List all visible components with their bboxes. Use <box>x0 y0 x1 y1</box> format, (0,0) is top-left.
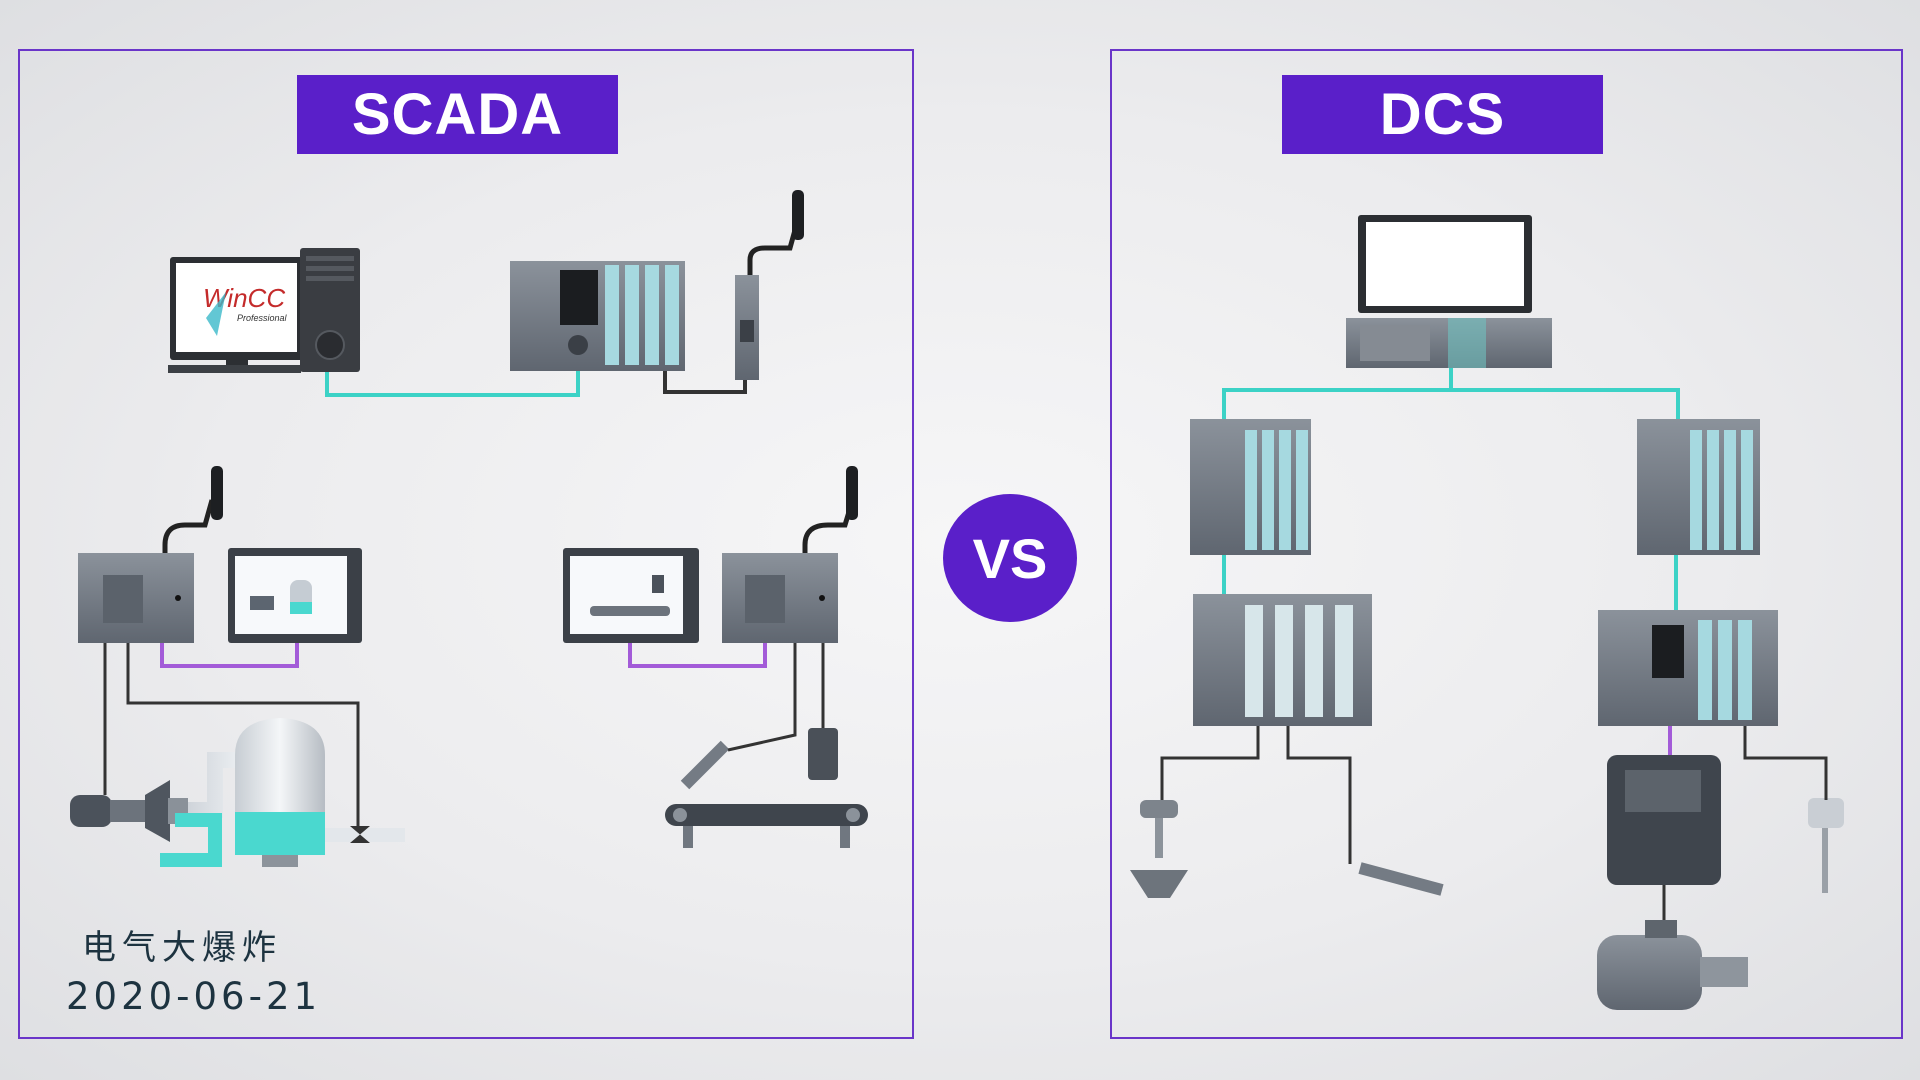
ethernet-link <box>1222 368 1453 419</box>
hmi-link <box>160 643 299 668</box>
sensor-icon <box>1358 862 1444 896</box>
pc-icon: WinCC Professional <box>168 248 360 373</box>
hmi-link <box>628 643 767 668</box>
hmi-icon <box>228 548 362 643</box>
valve-icon <box>1130 800 1188 898</box>
pipe <box>160 752 245 867</box>
signal-wire <box>1743 726 1828 800</box>
server-icon <box>1346 318 1552 368</box>
sensor-icon <box>680 740 730 790</box>
scada-panel <box>18 49 914 1039</box>
plc-icon <box>510 261 685 371</box>
signal-wire <box>727 643 797 752</box>
modem-icon <box>735 190 804 380</box>
rtu-icon <box>722 466 858 643</box>
dcs-panel <box>1110 49 1903 1039</box>
io-module-icon <box>1193 594 1372 726</box>
vs-badge: VS <box>943 494 1077 622</box>
author-label: 电气大爆炸 <box>82 928 282 968</box>
tank-icon <box>235 718 325 867</box>
photo-sensor-icon <box>808 728 838 780</box>
ethernet-link <box>1451 388 1680 419</box>
monitor-icon <box>1358 215 1532 313</box>
scada-title: SCADA <box>297 75 618 154</box>
drive-icon <box>1607 755 1721 885</box>
signal-wire <box>1160 726 1260 800</box>
plc-icon <box>1598 610 1778 726</box>
dcs-title: DCS <box>1282 75 1603 154</box>
thermometer-icon <box>1808 798 1844 893</box>
valve-icon <box>325 826 405 843</box>
io-rack-icon <box>1190 419 1311 555</box>
wincc-sub: Professional <box>237 313 288 323</box>
serial-link <box>663 371 747 394</box>
io-rack-icon <box>1637 419 1760 555</box>
rtu-icon <box>78 466 223 643</box>
hmi-icon <box>563 548 699 643</box>
signal-wire <box>1286 726 1352 864</box>
signal-wire <box>126 643 360 828</box>
motor-icon <box>1597 920 1748 1010</box>
ethernet-link <box>325 371 580 397</box>
date-label: 2020-06-21 <box>66 975 322 1018</box>
conveyor-icon <box>665 804 868 848</box>
pump-icon <box>70 780 188 842</box>
